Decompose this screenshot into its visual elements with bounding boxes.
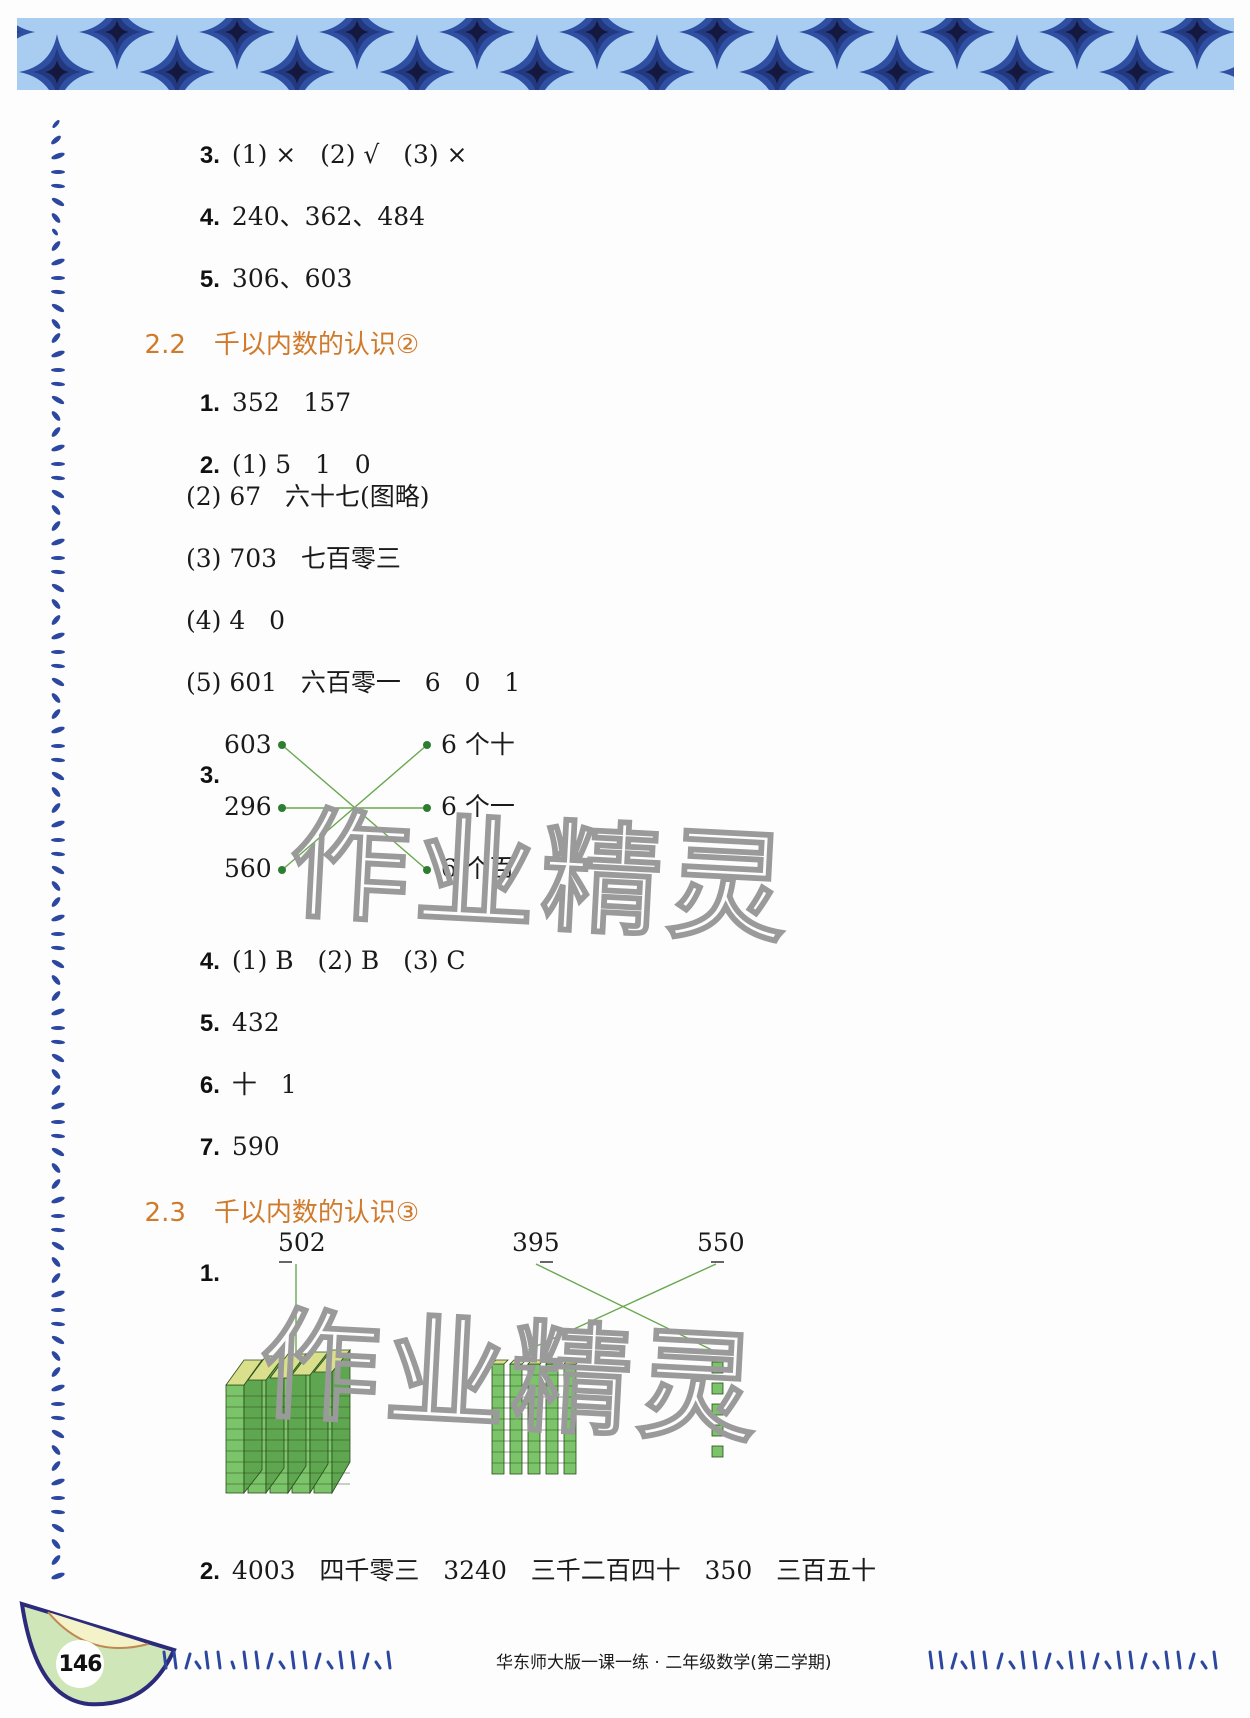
answer-2-2-q2-part4: (4) 4 0	[186, 606, 286, 635]
question-number: 1.	[199, 390, 220, 417]
label-395: 395	[512, 1228, 560, 1257]
section-heading-2-2: 2.2 千以内数的认识②	[128, 294, 420, 361]
answer-2-2-q2-part2: (2) 67 六十七(图略)	[186, 482, 430, 511]
section-heading-2-3: 2.3 千以内数的认识③	[128, 1162, 420, 1229]
answer-text: 590	[231, 1132, 280, 1161]
top-decorative-banner	[17, 18, 1234, 90]
answer-2-2-q2-part3: (3) 703 七百零三	[186, 544, 401, 573]
match-right-tens: 6 个十	[441, 730, 515, 759]
answer-text: 240、362、484	[231, 202, 426, 231]
answer-q4: 4. 240、362、484	[184, 172, 425, 233]
answer-2-2-q6: 6. 十 1	[184, 1040, 297, 1101]
question-number: 4.	[199, 948, 220, 975]
answer-text: (1) 5 1 0	[231, 450, 371, 479]
matching-dots	[278, 741, 431, 874]
answer-2-2-q2-part1: 2. (1) 5 1 0	[184, 420, 371, 481]
answer-q5: 5. 306、603	[184, 234, 352, 295]
left-dash-border	[51, 119, 65, 1580]
answer-2-2-q7: 7. 590	[184, 1102, 280, 1163]
answer-text: 306、603	[231, 264, 353, 293]
answer-2-2-q5: 5. 432	[184, 978, 280, 1039]
question-number: 3.	[199, 142, 220, 169]
answer-text: 十 1	[231, 1070, 297, 1099]
answer-2-2-q3: 3.	[184, 730, 232, 791]
answer-2-3-q2: 2. 4003 四千零三 3240 三千二百四十 350 三百五十	[184, 1526, 876, 1587]
match-left-560: 560	[224, 854, 272, 883]
question-number: 2.	[199, 452, 220, 479]
answer-q3: 3. (1) × (2) √ (3) ×	[184, 110, 468, 171]
answer-2-3-q1: 1.	[184, 1228, 232, 1289]
tens-rods-figure	[491, 1359, 581, 1475]
question-number: 7.	[199, 1134, 220, 1161]
answer-text: (1) × (2) √ (3) ×	[231, 140, 468, 169]
matching-lines	[281, 744, 428, 871]
question-number: 5.	[199, 1010, 220, 1037]
answer-2-2-q1: 1. 352 157	[184, 358, 351, 419]
page-number: 146	[56, 1640, 104, 1688]
section-number: 2.2	[144, 330, 186, 360]
footer-book-title: 华东师大版一课一练 · 二年级数学(第二学期)	[496, 1653, 832, 1673]
question-number: 5.	[199, 266, 220, 293]
section-title: 千以内数的认识②	[213, 330, 420, 360]
label-502: 502	[278, 1228, 326, 1257]
answer-text: 352 157	[231, 388, 352, 417]
section-title: 千以内数的认识③	[213, 1198, 420, 1228]
match-left-603: 603	[224, 730, 272, 759]
hundreds-blocks-figure	[225, 1348, 351, 1495]
answer-2-2-q4: 4. (1) B (2) B (3) C	[184, 916, 466, 977]
match-right-hundreds: 6 个百	[441, 854, 515, 883]
label-550: 550	[697, 1228, 745, 1257]
footer-dash-decoration-left	[162, 1650, 392, 1670]
answer-2-2-q2-part5: (5) 601 六百零一 6 0 1	[186, 668, 521, 697]
section-number: 2.3	[144, 1198, 186, 1228]
match-left-296: 296	[224, 792, 272, 821]
ones-cubes-figure	[711, 1361, 724, 1458]
footer-dash-decoration-right	[928, 1650, 1218, 1670]
question-number: 1.	[199, 1260, 220, 1287]
question-number: 4.	[199, 204, 220, 231]
question-number: 2.	[199, 1558, 220, 1585]
answer-text: 4003 四千零三 3240 三千二百四十 350 三百五十	[231, 1556, 877, 1585]
answer-text: (1) B (2) B (3) C	[231, 946, 466, 975]
question-number: 6.	[199, 1072, 220, 1099]
answer-text: 432	[231, 1008, 280, 1037]
match-right-ones: 6 个一	[441, 792, 515, 821]
question-number: 3.	[199, 762, 220, 789]
